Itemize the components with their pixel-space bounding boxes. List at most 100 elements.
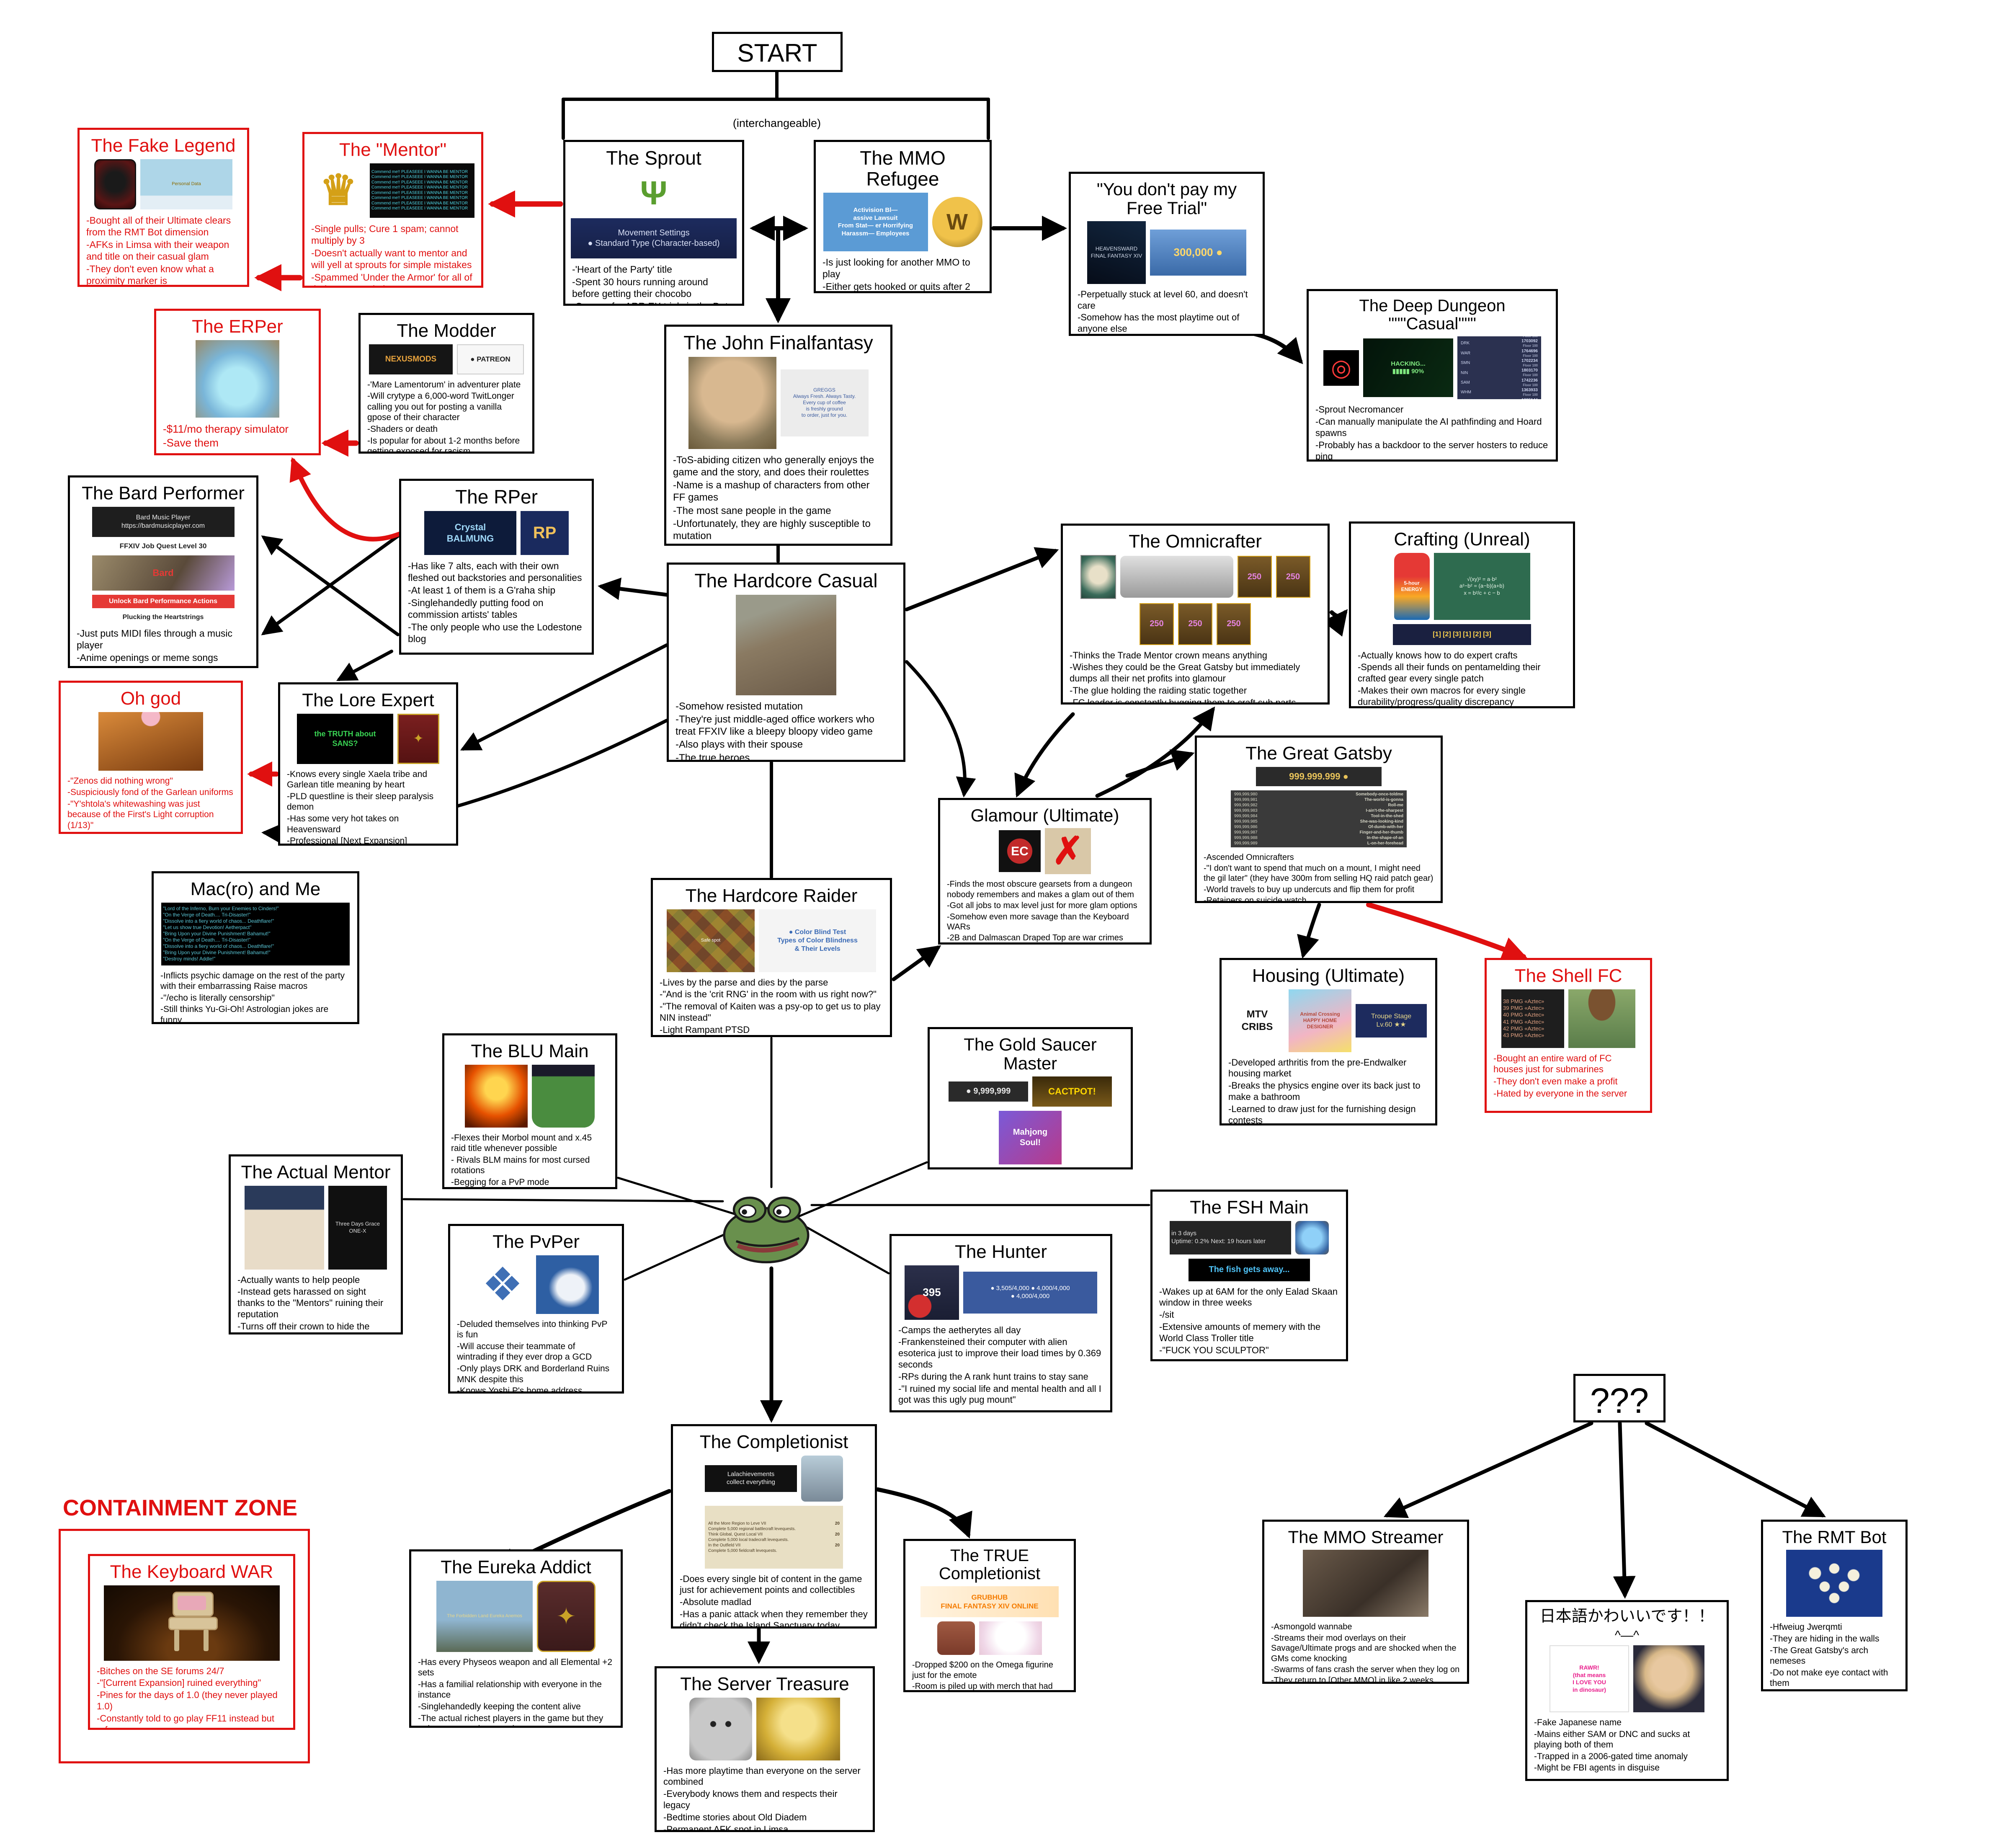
hunter-images: 395● 3,505/4,000 ● 4,000/4,000● 4,000/4,…: [898, 1265, 1103, 1320]
chip-row: SCH1395144Floor 100: [1457, 397, 1541, 400]
chip-text: 40 PMG «Aztec»: [1503, 1012, 1544, 1018]
pepe-frog-image: [723, 1196, 810, 1264]
bullet: -"/echo is literally censorship": [160, 993, 275, 1003]
modder-patreon-logo: ● PATREON: [457, 344, 524, 374]
great-gatsby-bullets: -Ascended Omnicrafters-"I don't want to …: [1204, 852, 1434, 903]
arrow-hunter-to-pepe: [799, 1223, 890, 1275]
free-trial-title: "You don't pay my Free Trial": [1096, 179, 1237, 218]
true-completionist-wallet-minion: [937, 1621, 975, 1655]
chip-text: ◎: [1331, 354, 1351, 381]
chip-text: Crystal: [454, 521, 486, 532]
chip-text: Commend me!! PLEASEEE I WANNA BE MENTOR: [371, 201, 468, 206]
bullet: -Name is a mashup of characters from oth…: [673, 480, 870, 503]
node-rmt-bot: The RMT Bot-Hfweiug Jwerqmti-They are hi…: [1761, 1520, 1908, 1691]
chip-text: ● 3,505/4,000 ● 4,000/4,000: [990, 1284, 1070, 1292]
chip-text: FINAL FANTASY XIV ONLINE: [941, 1602, 1039, 1611]
chip-text: 999.999.999 ●: [1289, 771, 1348, 782]
chip-text: CRIBS: [1241, 1021, 1273, 1032]
macro-bullets: -Inflicts psychic damage on the rest of …: [160, 970, 351, 1022]
bullet: -Has a familial relationship with everyo…: [418, 1679, 602, 1700]
arrow-mystery-to-weeb: [1613, 1421, 1636, 1599]
macro-images: "Lord of the Inferno, Burn your Enemies …: [160, 902, 351, 965]
arrow-rper-to-lore: [336, 650, 393, 681]
bullet: -Makes their own macros for every single…: [1358, 685, 1526, 707]
bullet: -"And is the 'crit RNG' in the room with…: [660, 989, 877, 1000]
great-gatsby-title: The Great Gatsby: [1245, 743, 1392, 764]
node-containment-zone-label: CONTAINMENT ZONE: [63, 1495, 297, 1520]
bullet: -Unfortunately, they are highly suscepti…: [673, 518, 871, 542]
rper-rp-icon: RP: [521, 511, 569, 555]
bullet: -Absolute madlad: [680, 1597, 752, 1608]
bullet: -Extensive amounts of memery with the Wo…: [1159, 1321, 1321, 1343]
node-mmo-streamer: The MMO Streamer-Asmongold wannabe-Strea…: [1262, 1520, 1469, 1684]
chip-text: 39 PMG «Aztec»: [1503, 1005, 1544, 1012]
bullet: -Professional [Next Expansion] theorycra…: [287, 836, 407, 846]
chip-text: is freshly ground: [806, 406, 843, 412]
chip-text: Animal Crossing: [1300, 1011, 1340, 1017]
bullet: -$11/mo therapy simulator: [163, 422, 289, 435]
housing-ultimate-title: Housing (Ultimate): [1252, 965, 1405, 986]
start-title: START: [737, 39, 817, 67]
sprout-title: The Sprout: [606, 147, 701, 169]
modder-title: The Modder: [397, 320, 496, 341]
chip-text: 5-hour: [1404, 580, 1420, 586]
bullet: -Light Rampant PTSD: [660, 1024, 750, 1035]
bard-heartstrings-caption: Plucking the Heartstrings: [92, 612, 235, 622]
chip-text: CACTPOT!: [1048, 1086, 1096, 1097]
keyboard-war-bullets: -Bitches on the SE forums 24/7-"[Current…: [97, 1665, 286, 1728]
chip-row: Complete 5,000 regional battlecraft leve…: [708, 1526, 796, 1531]
chip-text: the TRUTH about: [314, 730, 376, 738]
bullet: -Turns off their crown to hide the shame: [237, 1321, 370, 1332]
chip-text: a²−b² = (a−b)(a+b): [1459, 583, 1504, 589]
fake-legend-phishing-cartoon: Personal Data: [140, 159, 232, 209]
chip-text: I LOVE YOU: [1573, 1679, 1606, 1686]
bullet: -Only plays DRK and Borderland Ruins MNK…: [457, 1363, 610, 1384]
erper-carbuncle-screenshot: [196, 340, 279, 418]
mentor-images: ♛Commend me!! PLEASEEE I WANNA BE MENTOR…: [311, 163, 474, 218]
glamour-ultimate-bullets: -Finds the most obscure gearsets from a …: [947, 878, 1143, 942]
actual-mentor-doomer-wojak: [245, 1185, 324, 1270]
glamour-ultimate-title: Glamour (Ultimate): [970, 805, 1119, 825]
modder-bullets: -'Mare Lamentorum' in adventurer plate-W…: [367, 379, 526, 452]
bullet: -Retainers on suicide watch: [1204, 896, 1307, 903]
john-bullets: -ToS-abiding citizen who generally enjoy…: [673, 453, 884, 543]
bullet: -"[Current Expansion] ruined everything": [97, 1678, 261, 1688]
hunter-bullets: -Camps the aetherytes all day-Frankenste…: [898, 1324, 1103, 1407]
chip-text: 41 PMG «Aztec»: [1503, 1018, 1544, 1025]
chip-text: Plucking the Heartstrings: [122, 613, 204, 621]
fake-legend-title: The Fake Legend: [91, 135, 236, 156]
fake-legend-bullets: -Bought all of their Ultimate clears fro…: [86, 214, 240, 285]
chip-text: "Dissolve into a fiery world of chaos...…: [163, 943, 274, 950]
chip-text: Ψ: [640, 174, 668, 212]
bullet: -Has more playtime than everyone on the …: [663, 1765, 861, 1787]
chip-text: Commend me!! PLEASEEE I WANNA BE MENTOR: [371, 180, 468, 185]
bard-job-quest-caption: FFXIV Job Quest Level 30: [92, 541, 235, 551]
chip-text: √(xy)² = a·b²: [1467, 576, 1497, 583]
chip-text: "Lord of the Inferno, Burn your Enemies …: [163, 906, 279, 912]
bullet: -Does every single bit of content in the…: [680, 1573, 862, 1595]
bullet: -They're just middle-aged office workers…: [676, 713, 875, 738]
bullet: -Single pulls; Cure 1 spam; cannot multi…: [311, 223, 459, 246]
sprout-sprout-icon: Ψ: [631, 172, 677, 214]
true-completionist-bullets: -Dropped $200 on the Omega figurine just…: [912, 1659, 1067, 1690]
glamour-ultimate-crossed-out-robe: ✗: [1045, 828, 1091, 875]
chip-text: in dinosaur): [1572, 1686, 1606, 1693]
gold-saucer-mgp-counter: ● 9,999,999: [949, 1081, 1028, 1102]
